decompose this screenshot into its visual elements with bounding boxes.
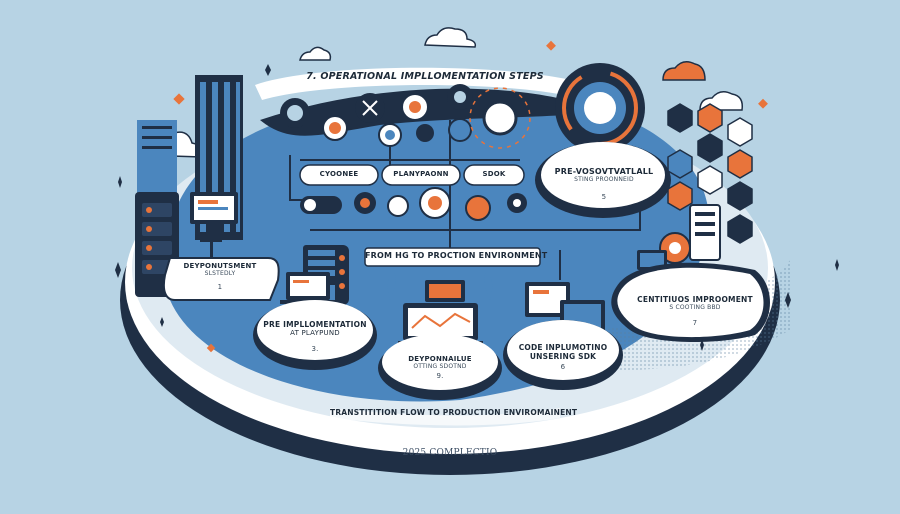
pipeline-label-1: CYOONEE bbox=[319, 170, 359, 178]
laptop-icon bbox=[425, 280, 465, 302]
bottom-banner-ribbon bbox=[330, 408, 560, 426]
cloud-icon bbox=[424, 27, 477, 48]
step-number: 6 bbox=[560, 363, 566, 371]
step-title: CENTITIUOS IMPROOMENT bbox=[637, 295, 753, 304]
laptop-icon bbox=[280, 272, 336, 304]
page-title: 7. OPERATIONAL IMPLLOMENTATION STEPS bbox=[306, 71, 544, 82]
pipeline-chip-bg bbox=[299, 164, 379, 186]
step-title: PRE IMPLLOMENTATION bbox=[263, 320, 367, 329]
step-subtitle: UNSERING SDK bbox=[529, 352, 597, 361]
step-number: 7 bbox=[692, 319, 698, 327]
gear-icon bbox=[419, 187, 451, 219]
step-card-4-shape bbox=[503, 320, 623, 390]
step-card-1: DEYPONUTSMENT SLSTEDLY 1 bbox=[170, 262, 270, 291]
cloud-icon bbox=[299, 46, 332, 61]
gear-icon bbox=[447, 84, 473, 110]
gear-icon bbox=[416, 124, 434, 142]
server-icon bbox=[689, 204, 721, 261]
step-card-3-shape bbox=[378, 334, 502, 400]
step-subtitle: OTTING SDOTND bbox=[413, 363, 467, 370]
bottom-banner: TRANSTITITION FLOW TO PRODUCTION ENVIROM… bbox=[330, 408, 578, 417]
monitor-icon bbox=[190, 192, 238, 234]
hexagon-icon bbox=[667, 103, 753, 244]
gear-icon bbox=[465, 195, 491, 221]
step-subtitle: STING PROONNEID bbox=[574, 176, 634, 183]
step-card-5-shape bbox=[611, 262, 770, 342]
gear-icon bbox=[322, 115, 348, 141]
sparkle-icon bbox=[115, 64, 839, 351]
step-card-3: DEYPONNAILUE OTTING SDOTND 9. bbox=[385, 355, 495, 380]
step-number: 9. bbox=[436, 372, 444, 380]
gear-icon bbox=[354, 192, 376, 214]
step-card-1-shape bbox=[162, 257, 280, 301]
gear-icon bbox=[507, 193, 527, 213]
gear-icon bbox=[448, 118, 472, 142]
gear-icon bbox=[401, 93, 429, 121]
step-card-4: CODE INPLUMOTINO UNSERING SDK 6 bbox=[510, 343, 616, 371]
step-subtitle: AT PLAYPUND bbox=[290, 329, 340, 337]
step-subtitle: S COOTING BBD bbox=[669, 304, 721, 311]
step-number: 1 bbox=[217, 283, 223, 291]
title-banner-shape bbox=[255, 67, 590, 100]
step-card-2-shape bbox=[253, 300, 377, 370]
server-icon bbox=[335, 245, 349, 305]
gear-icon bbox=[378, 123, 402, 147]
step-card-6-shape bbox=[535, 142, 671, 218]
pipeline-label-2: PLANYPAONN bbox=[393, 170, 449, 178]
step-number: 3. bbox=[311, 345, 319, 353]
step-subtitle: SLSTEDLY bbox=[204, 270, 236, 277]
step-title: CODE INPLUMOTINO bbox=[518, 343, 608, 352]
center-banner-bg bbox=[364, 247, 541, 267]
cloud-icon bbox=[662, 61, 706, 81]
sun-icon bbox=[469, 87, 531, 149]
gear-icon bbox=[387, 195, 409, 217]
step-title: DEYPONUTSMENT bbox=[183, 262, 257, 270]
chair-icon bbox=[200, 232, 222, 260]
orb-icon bbox=[555, 63, 645, 153]
pipeline-chip-bg bbox=[381, 164, 461, 186]
footer-text: 2025 COMPLECTIO bbox=[402, 448, 498, 458]
step-number: 5 bbox=[601, 193, 607, 201]
gear-icon bbox=[659, 232, 691, 264]
plant-icon bbox=[387, 270, 493, 300]
center-banner: FROM HG TO PROCTION ENVIRONMENT bbox=[365, 251, 548, 260]
step-title: DEYPONNAILUE bbox=[408, 355, 472, 363]
pipeline-chip-bg bbox=[463, 164, 525, 186]
toggle-knob bbox=[304, 199, 316, 211]
step-card-2: PRE IMPLLOMENTATION AT PLAYPUND 3. bbox=[260, 320, 370, 353]
step-title: PRE-VOSOVTVATLALL bbox=[554, 167, 654, 176]
step-card-5: CENTITIUOS IMPROOMENT S COOTING BBD 7 bbox=[630, 295, 760, 327]
gear-icon bbox=[355, 93, 385, 123]
gear-icon bbox=[280, 98, 310, 128]
step-card-6: PRE-VOSOVTVATLALL STING PROONNEID 5 bbox=[545, 167, 663, 201]
pipeline-label-3: SDOK bbox=[482, 170, 506, 178]
